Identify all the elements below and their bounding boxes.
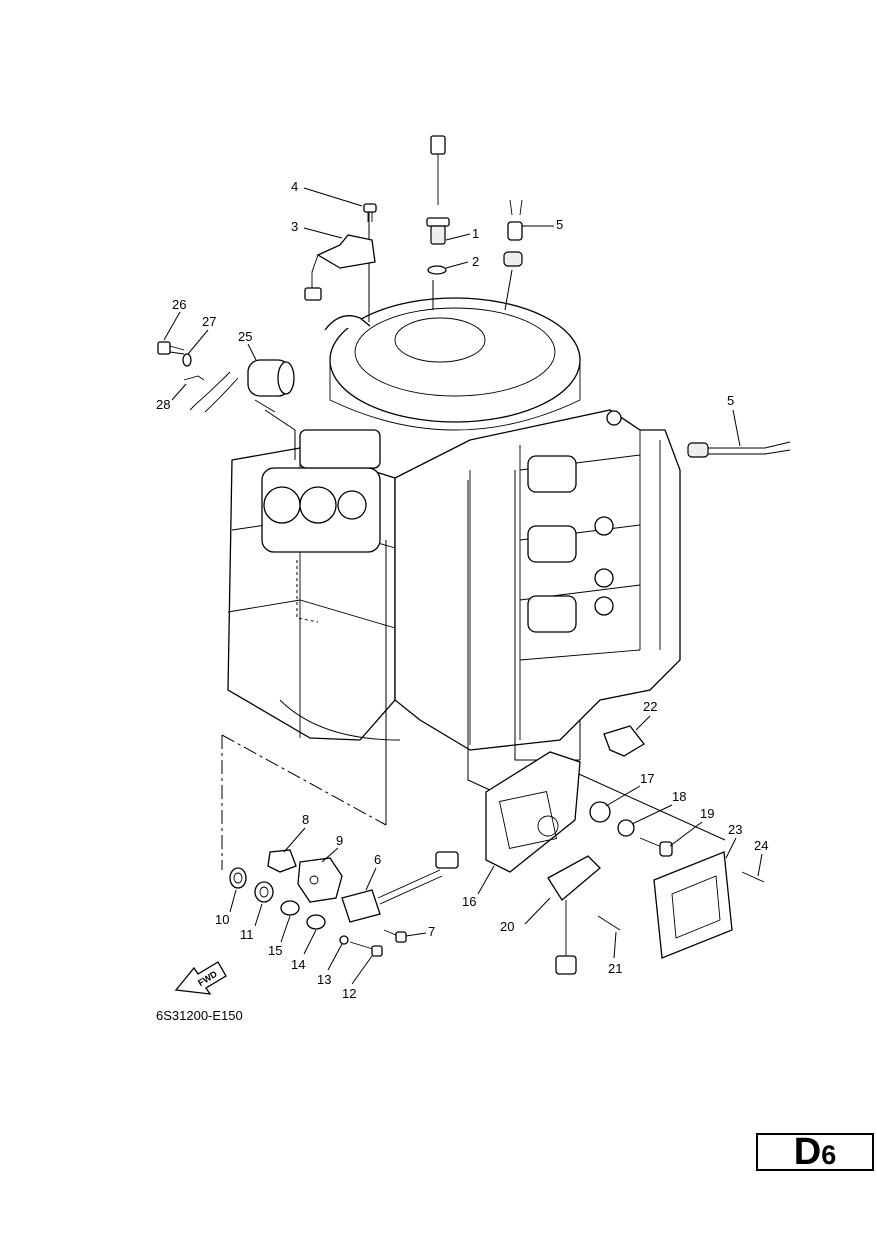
callout-12: 12 bbox=[342, 986, 356, 1001]
callout-14: 14 bbox=[291, 957, 305, 972]
callout-23: 23 bbox=[728, 822, 742, 837]
part-23-gasket bbox=[653, 851, 733, 959]
callout-2: 2 bbox=[472, 254, 479, 269]
part-22-connector bbox=[603, 725, 645, 757]
part-24-screw bbox=[741, 871, 765, 883]
page-label-letter: D bbox=[793, 1131, 822, 1173]
callout-5b: 5 bbox=[727, 393, 734, 408]
part-28-clip bbox=[183, 375, 205, 381]
callout-3: 3 bbox=[291, 219, 298, 234]
part-8-lever bbox=[267, 849, 297, 873]
callout-19: 19 bbox=[700, 806, 714, 821]
callout-25: 25 bbox=[238, 329, 252, 344]
part-3-bracket bbox=[304, 234, 376, 301]
callout-6: 6 bbox=[374, 852, 381, 867]
part-9-plate bbox=[297, 857, 343, 903]
callout-10: 10 bbox=[215, 912, 229, 927]
engine-assembly bbox=[227, 297, 681, 751]
page-label: D 6 bbox=[756, 1133, 874, 1171]
part-10-bushing bbox=[229, 867, 247, 889]
callout-18: 18 bbox=[672, 789, 686, 804]
callout-17: 17 bbox=[640, 771, 654, 786]
part-27-washer bbox=[182, 353, 192, 367]
part-15-washer bbox=[280, 900, 300, 916]
part-20-module bbox=[547, 855, 601, 975]
part-26-bolt bbox=[157, 341, 185, 355]
callout-1: 1 bbox=[472, 226, 479, 241]
callout-4: 4 bbox=[291, 179, 298, 194]
callout-21: 21 bbox=[608, 961, 622, 976]
part-21-screw bbox=[597, 915, 621, 931]
callout-20: 20 bbox=[500, 919, 514, 934]
drawing-code: 6S31200-E150 bbox=[156, 1008, 243, 1023]
callout-26: 26 bbox=[172, 297, 186, 312]
part-16-cover bbox=[485, 751, 581, 873]
callout-13: 13 bbox=[317, 972, 331, 987]
part-14-washer bbox=[306, 914, 326, 930]
part-6-sensor bbox=[341, 851, 459, 923]
part-13-washer bbox=[339, 935, 349, 945]
part-25-coil bbox=[189, 359, 295, 413]
callout-9: 9 bbox=[336, 833, 343, 848]
part-12-bolt bbox=[349, 941, 383, 957]
callout-22: 22 bbox=[643, 699, 657, 714]
callout-27: 27 bbox=[202, 314, 216, 329]
forward-direction-arrow: FWD bbox=[174, 961, 227, 995]
page-label-number: 6 bbox=[821, 1140, 837, 1170]
callout-28: 28 bbox=[156, 397, 170, 412]
part-19-bolt bbox=[639, 837, 673, 857]
part-5-sensor-top bbox=[503, 199, 523, 267]
callout-7: 7 bbox=[428, 924, 435, 939]
part-7-bolt bbox=[383, 929, 407, 943]
part-11-bushing bbox=[254, 881, 274, 903]
part-1-sender bbox=[426, 135, 450, 245]
callout-16: 16 bbox=[462, 894, 476, 909]
part-17-grommet bbox=[589, 801, 611, 823]
part-18-collar bbox=[617, 819, 635, 837]
callout-8: 8 bbox=[302, 812, 309, 827]
callout-labels: 1 2 3 4 5 5 6 7 8 9 10 11 12 13 14 15 16… bbox=[156, 179, 768, 1001]
callout-5a: 5 bbox=[556, 217, 563, 232]
part-5-sensor-right bbox=[687, 441, 791, 458]
callout-24: 24 bbox=[754, 838, 768, 853]
callout-15: 15 bbox=[268, 943, 282, 958]
part-2-washer bbox=[427, 265, 447, 275]
part-4-screw bbox=[363, 203, 377, 222]
callout-11: 11 bbox=[240, 927, 254, 942]
